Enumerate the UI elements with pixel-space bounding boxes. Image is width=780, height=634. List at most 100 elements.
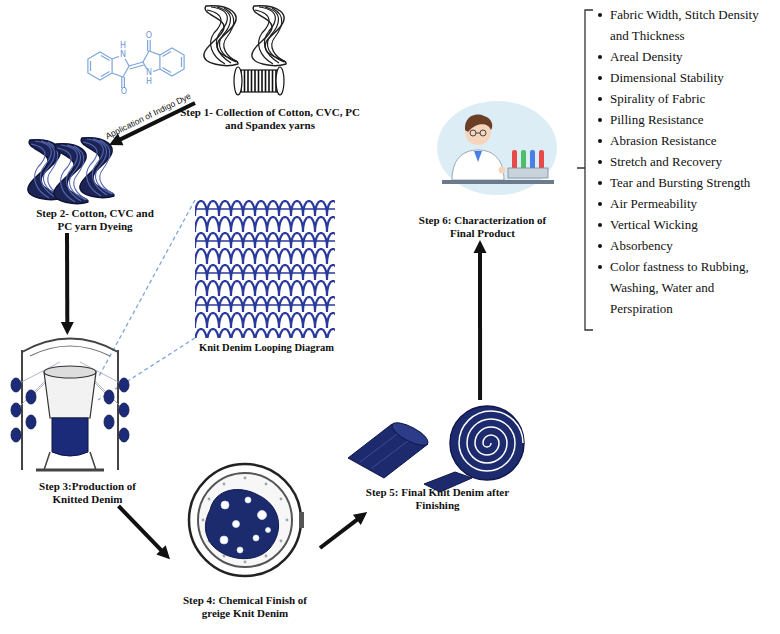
step-node: Step 6: Characterization of Final Produc… [400, 90, 565, 240]
dyed-yarn [83, 139, 114, 196]
flow-arrow [474, 240, 487, 400]
washing-machine [253, 535, 259, 541]
bullet-dot [598, 181, 602, 185]
fabric-roll [459, 411, 523, 471]
knitting-machine [26, 415, 36, 429]
dyed-yarn [54, 144, 88, 204]
fabric-roll [389, 418, 431, 449]
scientist [442, 180, 554, 184]
arrow-head [156, 545, 170, 559]
indigo-molecule [163, 52, 182, 73]
atom-label: O [145, 32, 153, 40]
fabric-roll [450, 406, 524, 480]
washing-machine [205, 490, 278, 559]
property-text: Air Permeability [610, 193, 776, 214]
arrow-head [474, 240, 487, 253]
scientist [474, 151, 482, 162]
scientist [437, 101, 557, 195]
washing-machine [189, 464, 304, 576]
scientist [476, 133, 480, 134]
indigo-molecule [88, 52, 112, 80]
bullet-dot [598, 160, 602, 164]
property-item: Color fastness to Rubbing, Washing, Wate… [598, 256, 778, 319]
step-node: Step 2- Cotton, CVC and PC yarn Dyeing [25, 145, 165, 233]
arrow-shaft [65, 233, 69, 324]
washing-machine [202, 477, 289, 564]
washing-machine [280, 498, 283, 501]
knitting-machine [22, 339, 118, 353]
scientist [465, 115, 492, 132]
step-node: Step 1- Collection of Cotton, CVC, PC an… [195, 0, 345, 132]
knitting-machine [11, 339, 129, 471]
yarn-spool [238, 70, 280, 92]
washing-machine [266, 528, 271, 533]
flow-arrow [320, 512, 367, 548]
property-item: Air Permeability [598, 193, 778, 214]
washing-machine [189, 464, 301, 576]
yarn-hank [207, 7, 238, 64]
step-caption: Step 1- Collection of Cotton, CVC, PC an… [178, 106, 363, 132]
property-text: Pilling Resistance [610, 109, 776, 130]
step-caption: Step 3:Production of Knitted Denim [23, 480, 153, 506]
property-item: Tear and Bursting Strength [598, 172, 778, 193]
washing-machine [245, 497, 251, 503]
washing-machine [244, 561, 247, 564]
bullet-dot [598, 55, 602, 59]
property-list: Fabric Width, Stitch Density and Thickne… [598, 4, 778, 319]
knitting-machine [11, 403, 21, 417]
property-item: Areal Density [598, 46, 778, 67]
knitting-machine [119, 403, 129, 417]
figure-caption: Knit Denim Looping Diagram [199, 342, 334, 353]
knitting-machine [119, 428, 129, 442]
bullet-dot [598, 118, 602, 122]
indigo-molecule [88, 40, 184, 88]
scientist [480, 130, 486, 136]
step-caption: Step 4: Chemical Finish of greige Knit D… [168, 594, 323, 620]
flow-arrow [61, 233, 74, 335]
looping-diagram [195, 200, 335, 338]
washing-machine [286, 519, 289, 522]
yarn-hank [204, 6, 286, 66]
knitting-machine [30, 346, 110, 356]
bullet-dot [598, 265, 602, 269]
atom-label: O [120, 88, 128, 96]
scientist [470, 130, 476, 136]
scientist [452, 150, 504, 180]
yarn-spool [234, 67, 242, 95]
knitting-machine [26, 390, 36, 404]
washing-machine [244, 477, 247, 480]
property-text: Tear and Bursting Strength [610, 172, 776, 193]
property-item: Pilling Resistance [598, 109, 778, 130]
property-item: Abrasion Resistance [598, 130, 778, 151]
bullet-dot [598, 139, 602, 143]
knitting-machine [104, 390, 114, 404]
washing-machine [221, 501, 229, 509]
property-item: Vertical Wicking [598, 214, 778, 235]
dyed-yarn [80, 138, 114, 198]
washing-machine [220, 536, 228, 544]
property-text: Color fastness to Rubbing, Washing, Wate… [610, 256, 776, 319]
property-item: Stretch and Recovery [598, 151, 778, 172]
looping-diagram [195, 209, 335, 305]
arrow-shaft [320, 519, 358, 548]
knitting-machine [44, 372, 96, 418]
step-caption: Step 6: Characterization of Final Produc… [413, 214, 553, 240]
flow-arrow [119, 506, 171, 559]
property-text: Fabric Width, Stitch Density and Thickne… [610, 4, 776, 46]
washing-machine [280, 540, 283, 543]
arrow-shaft [478, 251, 482, 400]
knitting-machine [119, 378, 129, 392]
yarn-spool [234, 67, 284, 95]
knitting-machine [52, 418, 88, 456]
knitting-machine [36, 469, 104, 472]
bullet-dot [598, 244, 602, 248]
looping-diagram [98, 200, 335, 400]
knitting-machine [104, 415, 114, 429]
arrow-head [61, 322, 74, 335]
property-text: Areal Density [610, 46, 776, 67]
step-node: Step 3:Production of Knitted Denim [10, 335, 165, 506]
knitting-machine [44, 366, 96, 378]
yarn-hank [252, 6, 286, 66]
property-item: Spirality of Fabric [598, 88, 778, 109]
